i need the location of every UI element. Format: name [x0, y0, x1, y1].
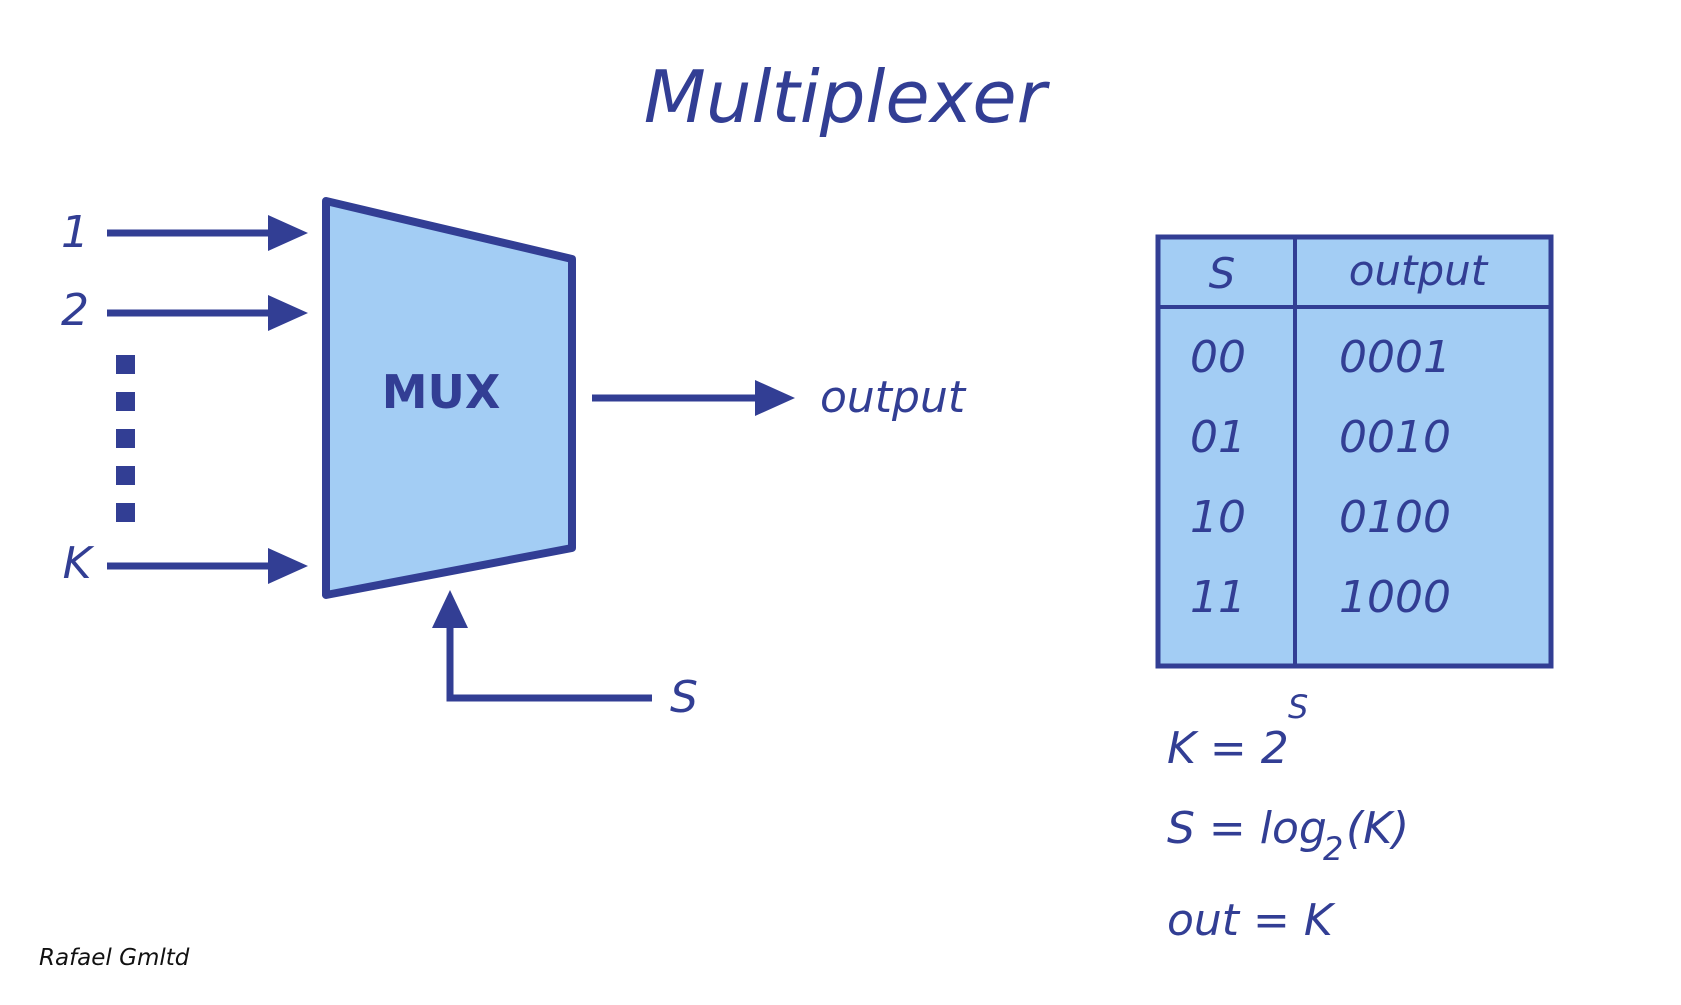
select-label: S [670, 672, 698, 723]
formula-out: out = K [1167, 895, 1336, 946]
output-label: output [820, 372, 967, 423]
table-cell-output: 0001 [1339, 332, 1451, 383]
table-cell-output: 0010 [1339, 412, 1451, 463]
author-credit: Rafael Gmltd [39, 945, 190, 971]
input-arrow-k [107, 548, 308, 584]
table-cell-s: 01 [1190, 412, 1246, 463]
select-line [432, 590, 652, 702]
table-header-output: output [1349, 246, 1489, 295]
table-cell-output: 1000 [1339, 572, 1451, 623]
input-label-k: K [63, 538, 95, 589]
input-label-2: 2 [61, 285, 89, 336]
mux-block [322, 197, 576, 599]
formula-k-base: K = 2 [1167, 723, 1289, 774]
input-arrow-2 [107, 295, 308, 331]
table-cell-s: 10 [1190, 492, 1246, 543]
truth-table: S output 00 0001 01 0010 10 0100 11 1000 [1155, 234, 1554, 669]
formula-s: S = log 2 (K) [1167, 803, 1409, 868]
formula-s-subscript: 2 [1323, 830, 1343, 868]
table-header-s: S [1209, 249, 1236, 298]
input-arrow-1 [107, 215, 308, 251]
mux-label: MUX [382, 365, 501, 419]
diagram-title: Multiplexer [644, 55, 1051, 139]
ellipsis-dots [116, 355, 135, 522]
formula-s-prefix: S = log [1167, 803, 1327, 854]
output-arrow [592, 380, 795, 416]
table-cell-s: 11 [1190, 572, 1246, 623]
formula-s-suffix: (K) [1346, 803, 1409, 854]
table-cell-s: 00 [1190, 332, 1246, 383]
table-cell-output: 0100 [1339, 492, 1451, 543]
formula-k-exponent: S [1288, 688, 1308, 726]
formula-k: K = 2 S [1167, 688, 1308, 774]
input-label-1: 1 [61, 207, 89, 258]
